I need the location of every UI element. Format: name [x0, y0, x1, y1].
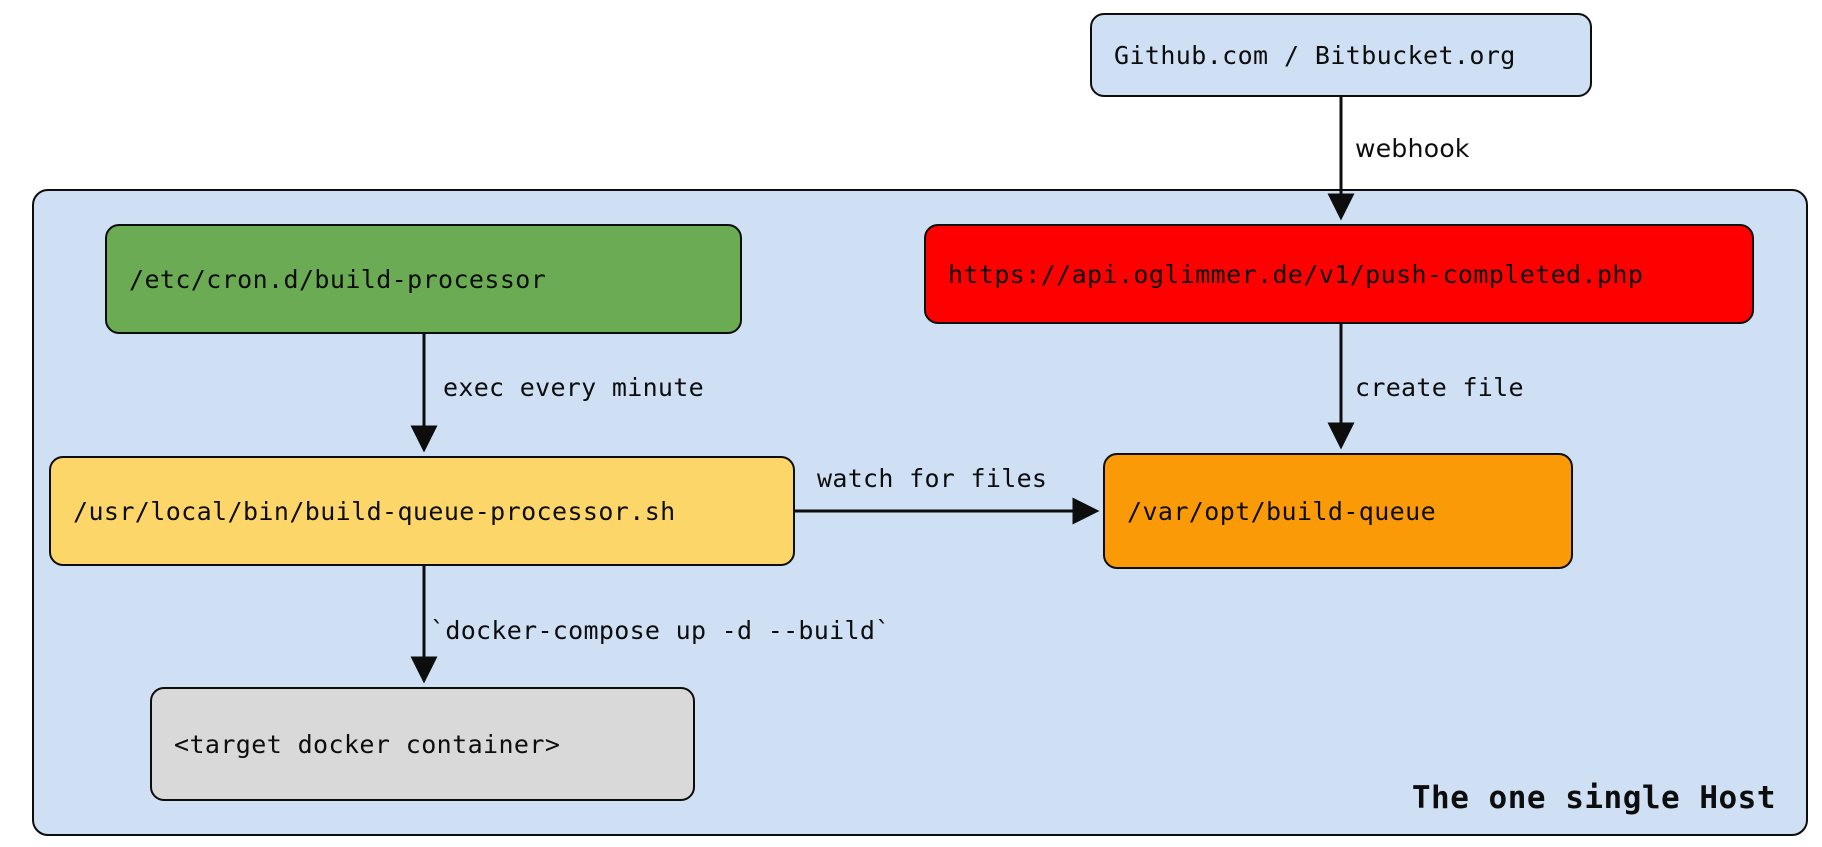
node-scm-label: Github.com / Bitbucket.org	[1114, 40, 1516, 70]
node-docker-container[interactable]: <target docker container>	[150, 687, 695, 801]
node-scm[interactable]: Github.com / Bitbucket.org	[1090, 13, 1592, 97]
node-cron-file[interactable]: /etc/cron.d/build-processor	[105, 224, 742, 334]
node-queue-processor-label: /usr/local/bin/build-queue-processor.sh	[73, 496, 676, 526]
node-webhook-endpoint[interactable]: https://api.oglimmer.de/v1/push-complete…	[924, 224, 1754, 324]
edge-label-create-file: create file	[1355, 373, 1524, 402]
edge-label-exec-every-minute: exec every minute	[443, 373, 704, 402]
edge-label-webhook: webhook	[1355, 134, 1470, 163]
edge-label-watch-for-files: watch for files	[817, 464, 1048, 493]
host-container-title: The one single Host	[1411, 780, 1776, 816]
node-cron-file-label: /etc/cron.d/build-processor	[129, 264, 547, 294]
node-webhook-endpoint-label: https://api.oglimmer.de/v1/push-complete…	[948, 259, 1644, 289]
node-build-queue[interactable]: /var/opt/build-queue	[1103, 453, 1573, 569]
node-build-queue-label: /var/opt/build-queue	[1127, 496, 1437, 526]
node-queue-processor[interactable]: /usr/local/bin/build-queue-processor.sh	[49, 456, 795, 566]
edge-label-docker-compose: `docker-compose up -d --build`	[430, 616, 891, 645]
node-docker-container-label: <target docker container>	[174, 729, 561, 759]
